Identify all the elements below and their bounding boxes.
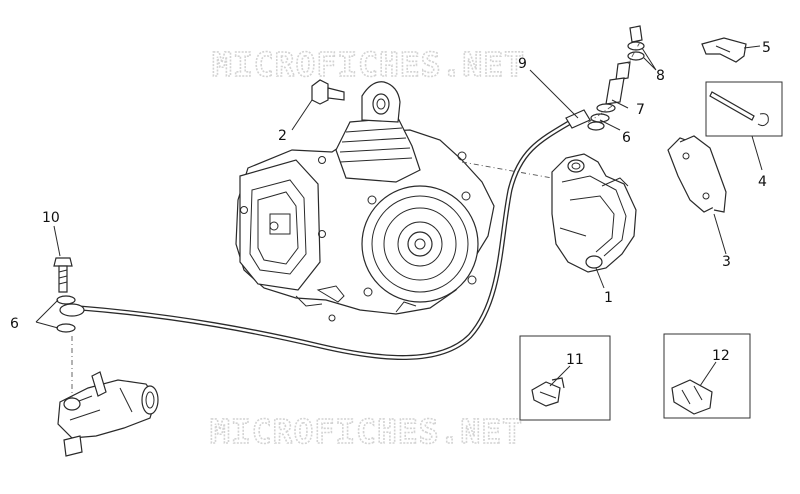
callout-3: 3: [722, 254, 731, 270]
callout-6-right: 6: [622, 130, 631, 146]
callout-2: 2: [278, 128, 287, 144]
banjo-bolt-stack: [587, 25, 645, 131]
part-12-box: [663, 333, 751, 419]
callout-labels: 1 2 3 4 5 6 6 7 8 9 10 11 12: [10, 40, 771, 368]
callout-5: 5: [762, 40, 771, 56]
clip-part-5: [701, 37, 747, 63]
brake-hose-part-9: [59, 109, 591, 361]
alignment-lines: [71, 41, 641, 398]
watermark-top: MICROFICHES.NET: [212, 45, 525, 84]
leader-lines: [35, 45, 763, 387]
callout-1: 1: [604, 290, 613, 306]
callout-7: 7: [636, 102, 645, 118]
watermark-bottom: MICROFICHES.NET: [210, 412, 523, 451]
callout-8: 8: [656, 68, 665, 84]
part-11-box: [519, 335, 611, 421]
brake-caliper-part-1: [551, 153, 637, 273]
callout-4: 4: [758, 174, 767, 190]
callout-9: 9: [518, 56, 527, 72]
bolt-part-10: [53, 257, 76, 333]
callout-12: 12: [712, 348, 730, 364]
callout-11: 11: [566, 352, 584, 368]
callout-10: 10: [42, 210, 60, 226]
pin-part-4: [705, 81, 783, 137]
callout-6-left: 6: [10, 316, 19, 332]
master-cylinder: [57, 371, 159, 457]
brake-pads-part-3: [667, 135, 727, 213]
engine-assembly: [235, 81, 495, 322]
